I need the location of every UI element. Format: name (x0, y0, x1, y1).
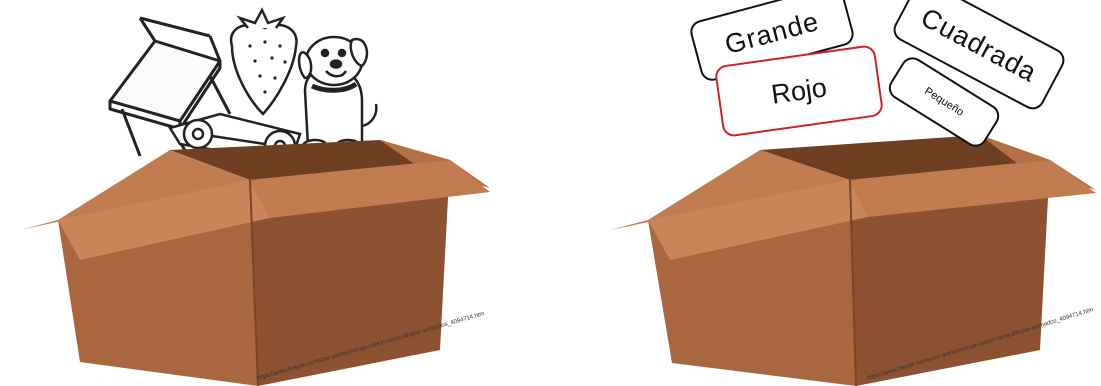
right-cardboard-box (610, 95, 1100, 386)
word-card-label: Grande (722, 6, 823, 61)
word-card-label: Pequeño (922, 85, 966, 119)
word-card-label: Rojo (769, 72, 828, 110)
left-cardboard-box (20, 100, 500, 386)
strawberry-icon (231, 10, 296, 114)
